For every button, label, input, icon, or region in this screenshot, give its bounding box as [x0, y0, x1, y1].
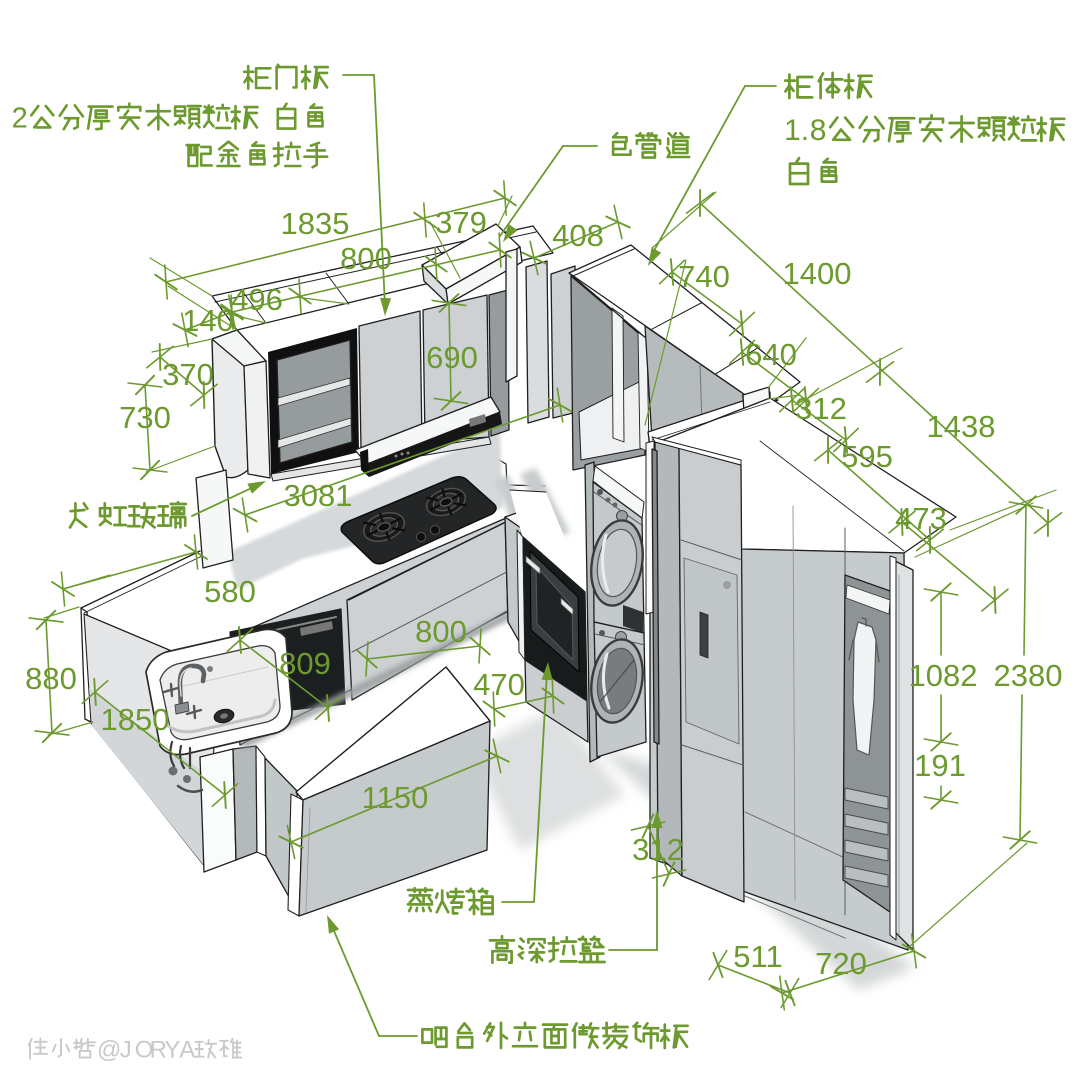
svg-text:370: 370 — [162, 357, 214, 392]
svg-text:312: 312 — [795, 391, 847, 426]
svg-text:690: 690 — [426, 340, 478, 375]
svg-text:408: 408 — [552, 218, 604, 253]
svg-text:800: 800 — [340, 241, 392, 276]
svg-text:470: 470 — [473, 667, 525, 702]
svg-text:1: 1 — [784, 114, 801, 147]
svg-text:1150: 1150 — [362, 780, 429, 815]
svg-text:312: 312 — [632, 832, 684, 867]
svg-text:1850: 1850 — [101, 702, 170, 737]
svg-text:496: 496 — [231, 282, 283, 317]
svg-text:J: J — [120, 1037, 132, 1064]
svg-text:640: 640 — [745, 337, 797, 372]
svg-text:580: 580 — [204, 574, 256, 609]
svg-text:379: 379 — [435, 205, 487, 240]
svg-text:511: 511 — [733, 939, 782, 974]
svg-text:1438: 1438 — [927, 409, 996, 444]
svg-text:740: 740 — [678, 259, 730, 294]
svg-text:R: R — [150, 1037, 167, 1064]
svg-text:1082: 1082 — [909, 658, 978, 693]
svg-text:800: 800 — [415, 614, 467, 649]
svg-text:191: 191 — [914, 748, 966, 783]
svg-text:O: O — [135, 1037, 154, 1064]
svg-text:880: 880 — [25, 661, 77, 696]
svg-text:473: 473 — [895, 501, 947, 536]
svg-text:A: A — [179, 1037, 195, 1064]
svg-text:8: 8 — [810, 114, 827, 147]
svg-text:720: 720 — [815, 946, 867, 981]
svg-text:809: 809 — [279, 646, 331, 681]
svg-text:1835: 1835 — [281, 206, 350, 241]
svg-text:1400: 1400 — [783, 256, 852, 291]
svg-text:595: 595 — [841, 439, 893, 474]
svg-text:.: . — [801, 114, 809, 147]
svg-text:730: 730 — [119, 400, 171, 435]
svg-text:3081: 3081 — [284, 478, 353, 513]
svg-text:2380: 2380 — [994, 658, 1063, 693]
svg-text:Y: Y — [164, 1037, 180, 1064]
svg-text:2: 2 — [12, 102, 28, 134]
svg-text:@: @ — [97, 1037, 121, 1064]
